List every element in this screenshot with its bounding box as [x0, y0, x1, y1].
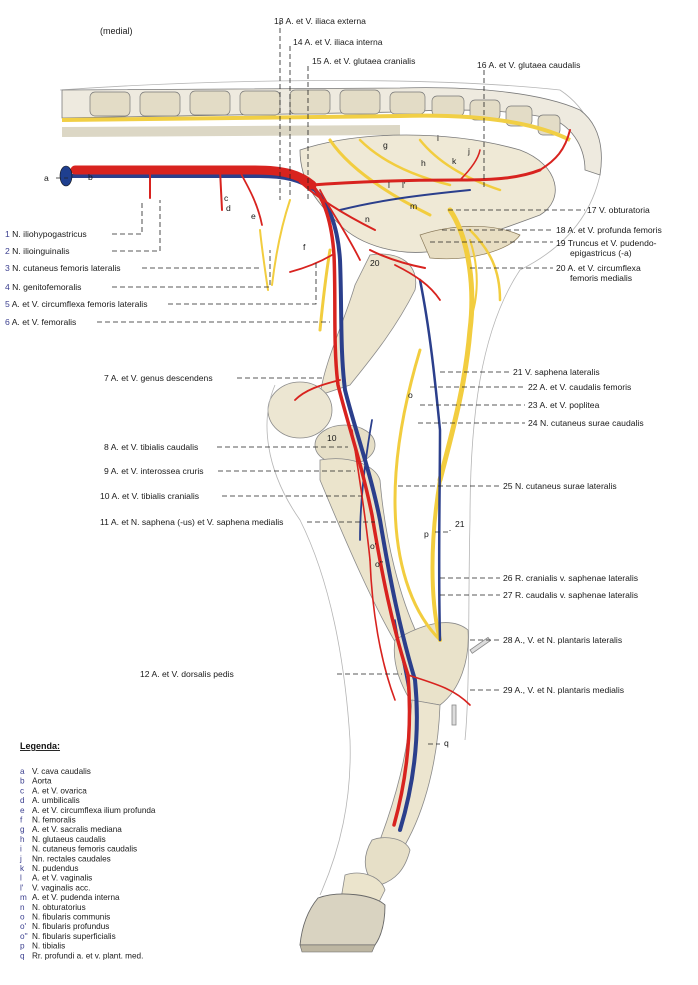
- hoof: [299, 893, 386, 946]
- label-24: 24 N. cutaneus surae caudalis: [528, 418, 644, 428]
- fig-letter-k: k: [452, 156, 457, 166]
- fig-letter-j: j: [467, 146, 470, 156]
- fig-letter-l-prime: l': [402, 180, 406, 190]
- fig-letter-o: o: [408, 390, 413, 400]
- label-20-line2: femoris medialis: [570, 273, 632, 283]
- label-13: 13 A. et V. iliaca externa: [274, 16, 366, 26]
- label-16: 16 A. et V. glutaea caudalis: [477, 60, 580, 70]
- stifle: [267, 381, 333, 439]
- label-20: 20 A. et V. circumflexa: [556, 263, 641, 273]
- fig-number-20: 20: [370, 258, 380, 268]
- label-2: 2 N. ilioinguinalis: [5, 246, 70, 256]
- label-4: 4 N. genitofemoralis: [5, 282, 81, 292]
- vertebrae: [89, 89, 561, 136]
- hock: [393, 622, 469, 706]
- label-29: 29 A., V. et N. plantaris medialis: [503, 685, 624, 695]
- fig-letter-o-prime: o': [370, 541, 377, 551]
- fig-letter-h: h: [421, 158, 426, 168]
- fig-letter-g: g: [383, 140, 388, 150]
- limb-outline: [266, 384, 351, 896]
- label-10: 10 A. et V. tibialis cranialis: [100, 491, 199, 501]
- label-7: 7 A. et V. genus descendens: [104, 373, 213, 383]
- fig-letter-e: e: [251, 211, 256, 221]
- legend-item: l'V. vaginalis acc.: [20, 883, 90, 892]
- label-1: 1 N. iliohypogastricus: [5, 229, 87, 239]
- fig-letter-d: d: [226, 203, 231, 213]
- vena-cava-stump: [59, 165, 73, 187]
- fig-letter-m: m: [410, 201, 417, 211]
- figure-letters: a b c d e f g h i j k l l' m n o o' o'' …: [44, 133, 470, 748]
- label-6: 6 A. et V. femoralis: [5, 317, 76, 327]
- view-label: (medial): [100, 26, 133, 36]
- label-5: 5 A. et V. circumflexa femoris lateralis: [5, 299, 148, 309]
- fig-letter-f: f: [303, 242, 306, 252]
- fig-letter-q: q: [444, 738, 449, 748]
- label-17: 17 V. obturatoria: [587, 205, 650, 215]
- legend-item: o''N. fibularis superficialis: [20, 932, 116, 941]
- label-8: 8 A. et V. tibialis caudalis: [104, 442, 198, 452]
- label-21: 21 V. saphena lateralis: [513, 367, 600, 377]
- fig-letter-o-double: o'': [375, 559, 383, 569]
- label-26: 26 R. cranialis v. saphenae lateralis: [503, 573, 638, 583]
- label-28: 28 A., V. et N. plantaris lateralis: [503, 635, 622, 645]
- label-25: 25 N. cutaneus surae lateralis: [503, 481, 617, 491]
- fig-letter-a: a: [44, 173, 49, 183]
- label-11: 11 A. et N. saphena (-us) et V. saphena …: [100, 517, 283, 527]
- spinal-cord: [61, 113, 571, 142]
- label-12: 12 A. et V. dorsalis pedis: [140, 669, 234, 679]
- right-labels: 17 V. obturatoria 18 A. et V. profunda f…: [503, 205, 662, 695]
- fig-letter-b: b: [88, 172, 93, 182]
- fig-number-10: 10: [327, 433, 337, 443]
- left-labels: 1 N. iliohypogastricus 2 N. ilioinguinal…: [5, 229, 283, 679]
- probes: [451, 636, 491, 726]
- label-3: 3 N. cutaneus femoris lateralis: [5, 263, 121, 273]
- label-19-line2: epigastricus (-a): [570, 248, 632, 258]
- fig-letter-c: c: [224, 193, 229, 203]
- label-27: 27 R. caudalis v. saphenae lateralis: [503, 590, 638, 600]
- top-labels: 13 A. et V. iliaca externa 14 A. et V. i…: [274, 16, 580, 70]
- label-14: 14 A. et V. iliaca interna: [293, 37, 383, 47]
- fig-letter-i: i: [437, 133, 439, 143]
- label-9: 9 A. et V. interossea cruris: [104, 466, 204, 476]
- label-19: 19 Truncus et V. pudendo-: [556, 238, 657, 248]
- label-23: 23 A. et V. poplitea: [528, 400, 600, 410]
- legend-item: o'N. fibularis profundus: [20, 922, 109, 931]
- legend-title: Legenda:: [20, 741, 60, 751]
- leader-lines: [56, 20, 585, 745]
- label-18: 18 A. et V. profunda femoris: [556, 225, 662, 235]
- label-15: 15 A. et V. glutaea cranialis: [312, 56, 415, 66]
- fig-letter-p: p: [424, 529, 429, 539]
- fetlock: [364, 837, 411, 886]
- fig-number-21: 21: [455, 519, 465, 529]
- fig-letter-l: l: [388, 180, 390, 190]
- fig-letter-n: n: [365, 214, 370, 224]
- body-outline: [59, 80, 601, 741]
- label-22: 22 A. et V. caudalis femoris: [528, 382, 631, 392]
